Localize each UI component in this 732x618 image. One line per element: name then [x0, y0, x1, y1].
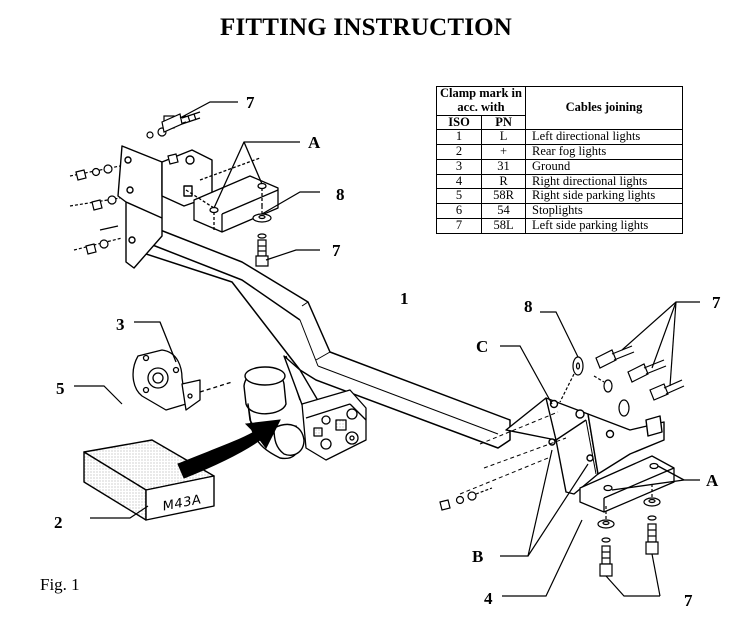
iso-cell: 1 — [435, 129, 483, 145]
callout-socket-plate: 3 — [116, 315, 125, 334]
callout-box: 2 — [54, 513, 63, 532]
callout-bracket-right: C — [476, 337, 489, 356]
pn-cell: 58L — [481, 217, 526, 234]
iso-cell: 3 — [435, 158, 483, 175]
iso-cell: 7 — [435, 217, 483, 234]
pn-cell: R — [481, 173, 526, 190]
table-row: 1 L Left directional lights — [435, 129, 683, 145]
iso-cell: 4 — [435, 173, 483, 190]
header-clamp: Clamp mark in acc. with — [436, 86, 526, 116]
cover-leader — [74, 385, 123, 405]
page-title: FITTING INSTRUCTION — [219, 14, 513, 41]
header-cables: Cables joining — [525, 85, 683, 131]
pn-cell: 54 — [481, 203, 526, 219]
table-row: 2 + Rear fog lights — [435, 144, 683, 160]
pn-cell: 58R — [481, 188, 526, 204]
callout-plate-top: A — [308, 133, 321, 152]
iso-cell: 5 — [435, 188, 483, 204]
iso-cell: 2 — [435, 144, 483, 160]
plate-bottom — [579, 455, 700, 513]
header-pn: PN — [481, 114, 526, 131]
table-row: 3 31 Ground — [435, 158, 683, 175]
pn-cell: 31 — [481, 158, 526, 175]
cable-cell: Right side parking lights — [525, 188, 683, 204]
table-row: 7 58L Left side parking lights — [435, 217, 683, 234]
iso-cell: 6 — [435, 203, 483, 219]
cable-cell: Right directional lights — [525, 173, 683, 190]
callout-washer-top: 8 — [336, 185, 345, 204]
bottom-left-fasteners — [439, 487, 493, 511]
cable-cell: Ground — [525, 158, 683, 175]
socket-plate — [132, 321, 233, 411]
pn-cell: L — [481, 129, 526, 145]
header-iso: ISO — [435, 114, 483, 131]
table-row: 5 58R Right side parking lights — [435, 188, 683, 204]
plate-top — [185, 141, 300, 233]
cable-cell: Left side parking lights — [525, 217, 683, 234]
callout-bolts-right: 7 — [712, 293, 721, 312]
callout-plate-right: A — [706, 471, 719, 490]
socket-block — [301, 389, 367, 461]
table-row: 6 54 Stoplights — [435, 203, 683, 219]
callout-bolts-bottom: 7 — [684, 591, 693, 610]
cable-cell: Left directional lights — [525, 129, 683, 145]
cable-cell: Stoplights — [525, 203, 683, 219]
figure-label: Fig. 1 — [40, 575, 80, 594]
callout-crossbar: 1 — [400, 289, 409, 308]
table-row: 4 R Right directional lights — [435, 173, 683, 190]
box — [83, 439, 215, 521]
pn-cell: + — [481, 144, 526, 160]
mount-arrow — [177, 419, 281, 479]
bolt-top-left — [161, 101, 238, 133]
callout-washer-right: 8 — [524, 297, 533, 316]
callout-bolts-top: 7 — [246, 93, 255, 112]
bottom-fasteners — [597, 484, 661, 597]
callout-bracket-holes: B — [472, 547, 484, 566]
right-fasteners — [540, 301, 700, 417]
callout-bracket-bottom: 4 — [484, 589, 493, 608]
callout-cover: 5 — [56, 379, 65, 398]
cables-table: Clamp mark in acc. with Cables joining I… — [435, 85, 683, 234]
washer-top — [252, 191, 320, 267]
cable-cell: Rear fog lights — [525, 144, 683, 160]
callout-bolt-top-lower: 7 — [332, 241, 341, 260]
right-bracket — [505, 397, 665, 495]
tow-ball — [243, 355, 321, 460]
